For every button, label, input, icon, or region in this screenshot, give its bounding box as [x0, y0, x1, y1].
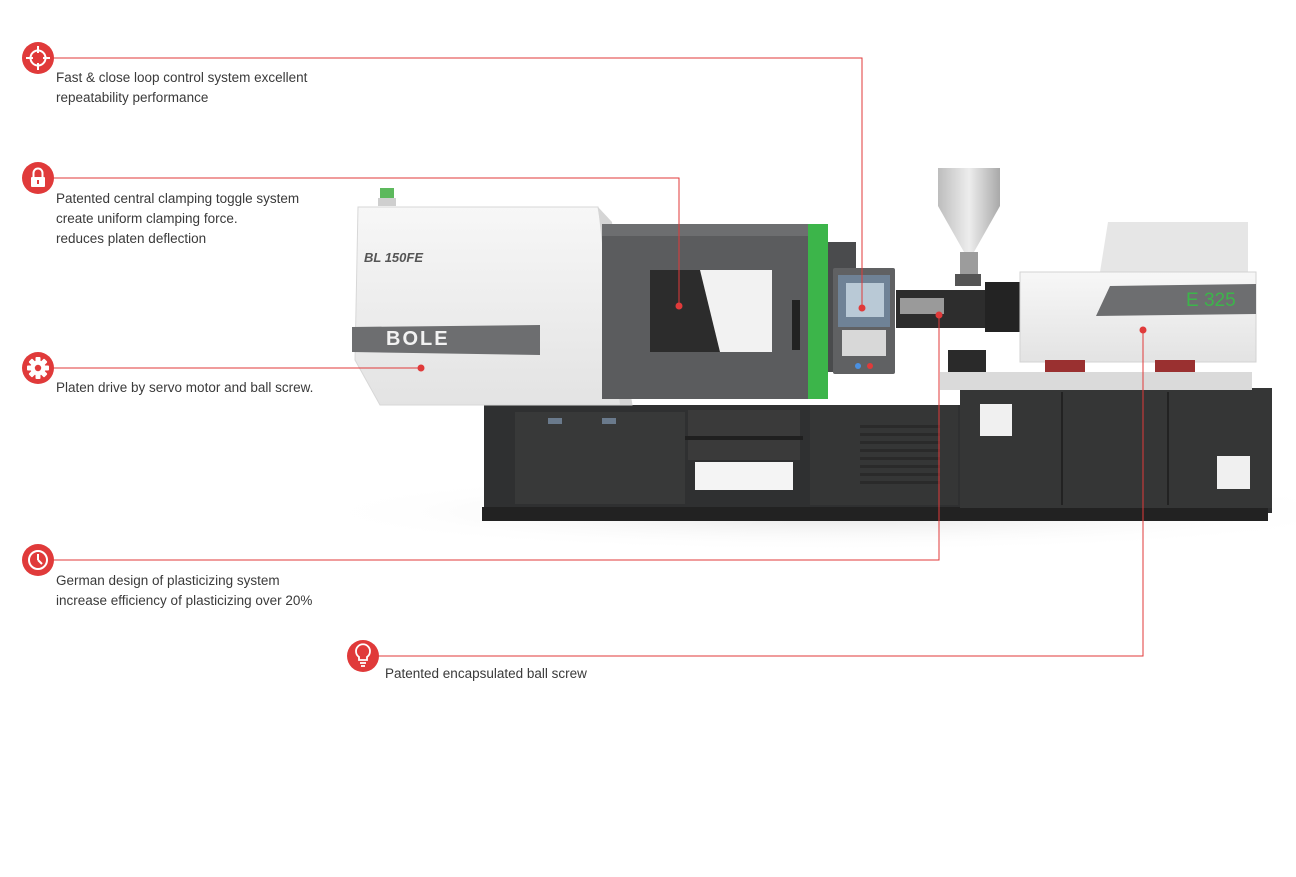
feature-line: Patented central clamping toggle system: [56, 191, 300, 206]
gear-icon: [22, 352, 54, 384]
feature-line: German design of plasticizing system: [56, 573, 280, 588]
brand-logo: BOLE: [386, 328, 450, 350]
marker-dot-ballscrew: [1139, 326, 1147, 334]
feature-line: reduces platen deflection: [56, 231, 207, 246]
clock-icon: [22, 544, 54, 576]
marker-dot-clamping: [675, 302, 683, 310]
feature-platen-drive: Platen drive by servo motor and ball scr…: [56, 378, 313, 398]
lightbulb-icon: [347, 640, 379, 672]
marker-dot-plasticizing: [935, 311, 943, 319]
callout-line-plasticizing: [40, 315, 940, 561]
injection-housing: [940, 222, 1257, 390]
lock-icon: [22, 162, 54, 194]
feature-line: increase efficiency of plasticizing over…: [56, 593, 313, 608]
control-panel: [828, 242, 895, 374]
callout-line-control: [40, 57, 863, 308]
callout-line-clamping: [40, 177, 680, 306]
crosshair-icon: [22, 42, 54, 74]
feature-line: repeatability performance: [56, 90, 209, 105]
callout-line-ballscrew: [364, 330, 1144, 657]
marker-dot-servo: [417, 364, 425, 372]
marker-dot-control: [858, 304, 866, 312]
feature-ball-screw: Patented encapsulated ball screw: [385, 664, 587, 684]
feature-line: Patented encapsulated ball screw: [385, 666, 587, 681]
feature-clamping-toggle: Patented central clamping toggle system …: [56, 189, 299, 249]
machine-base: [482, 388, 1272, 521]
injection-unit-label: E 325: [1186, 290, 1236, 311]
feature-line: create uniform clamping force.: [56, 211, 238, 226]
model-label: BL 150FE: [364, 250, 424, 265]
feature-line: Fast & close loop control system excelle…: [56, 70, 308, 85]
feature-plasticizing: German design of plasticizing system inc…: [56, 571, 312, 611]
feature-control-system: Fast & close loop control system excelle…: [56, 68, 307, 108]
platen-section: [602, 224, 828, 399]
feature-line: Platen drive by servo motor and ball scr…: [56, 380, 314, 395]
